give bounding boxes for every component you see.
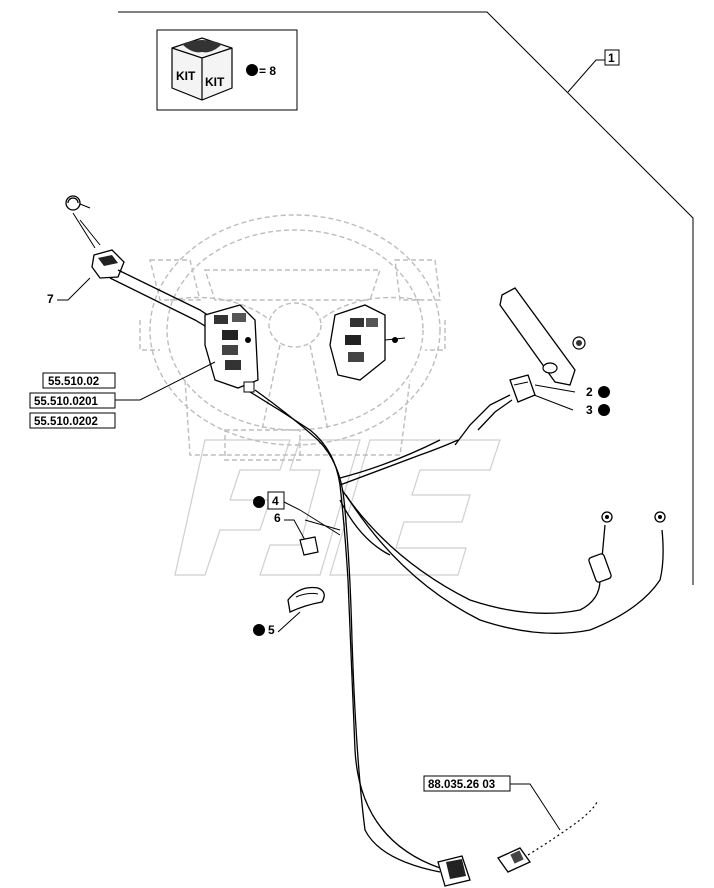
kit-qty: = 8 bbox=[259, 64, 276, 78]
ref-88-035-26-03: 88.035.26 03 bbox=[423, 775, 561, 831]
kit-box: KIT KIT = 8 bbox=[156, 29, 298, 111]
callout-3-bullet bbox=[598, 404, 610, 416]
part-7-switch: 7 bbox=[47, 195, 231, 339]
kit-label-right: KIT bbox=[205, 75, 225, 89]
bullet-icon bbox=[246, 64, 258, 76]
callout-5: 5 bbox=[268, 623, 275, 637]
part-6-fuse bbox=[299, 536, 319, 556]
harness-connector bbox=[437, 855, 471, 887]
ref-55-510-0201: 55.510.0201 bbox=[29, 361, 216, 409]
ref-55-510-02: 55.510.02 bbox=[42, 372, 116, 389]
ring-terminals bbox=[588, 511, 666, 583]
right-switch-cluster bbox=[329, 304, 406, 381]
svg-text:88.035.26 03: 88.035.26 03 bbox=[428, 779, 495, 791]
callout-7: 7 bbox=[47, 292, 54, 306]
svg-text:6: 6 bbox=[274, 511, 281, 525]
svg-text:55.510.02: 55.510.02 bbox=[48, 376, 99, 388]
svg-text:1: 1 bbox=[608, 51, 615, 65]
svg-text:55.510.0201: 55.510.0201 bbox=[34, 396, 99, 408]
connector-small bbox=[243, 381, 255, 393]
part-5-cable-tie: 5 bbox=[253, 586, 325, 637]
watermark-logo bbox=[174, 439, 501, 576]
callout-3: 3 bbox=[586, 403, 593, 417]
mating-connector bbox=[497, 799, 599, 873]
bracket-plate bbox=[499, 287, 586, 386]
ref-55-510-0202: 55.510.0202 bbox=[29, 412, 116, 429]
svg-text:55.510.0202: 55.510.0202 bbox=[34, 416, 98, 428]
left-switch-cluster bbox=[204, 304, 259, 393]
svg-text:4: 4 bbox=[272, 494, 279, 508]
callout-1: 1 bbox=[567, 49, 620, 93]
key-switch bbox=[454, 374, 576, 446]
steering-wheel-ghost bbox=[139, 214, 446, 461]
wiring-harness bbox=[249, 389, 664, 873]
assembly-border-line bbox=[118, 11, 694, 585]
callout-2: 2 bbox=[586, 385, 593, 399]
callout-6: 6 bbox=[274, 511, 319, 556]
callout-2-bullet bbox=[598, 386, 610, 398]
kit-label-left: KIT bbox=[176, 69, 196, 83]
callout-4: 4 bbox=[253, 491, 341, 536]
inline-fuse-holder bbox=[588, 553, 612, 583]
